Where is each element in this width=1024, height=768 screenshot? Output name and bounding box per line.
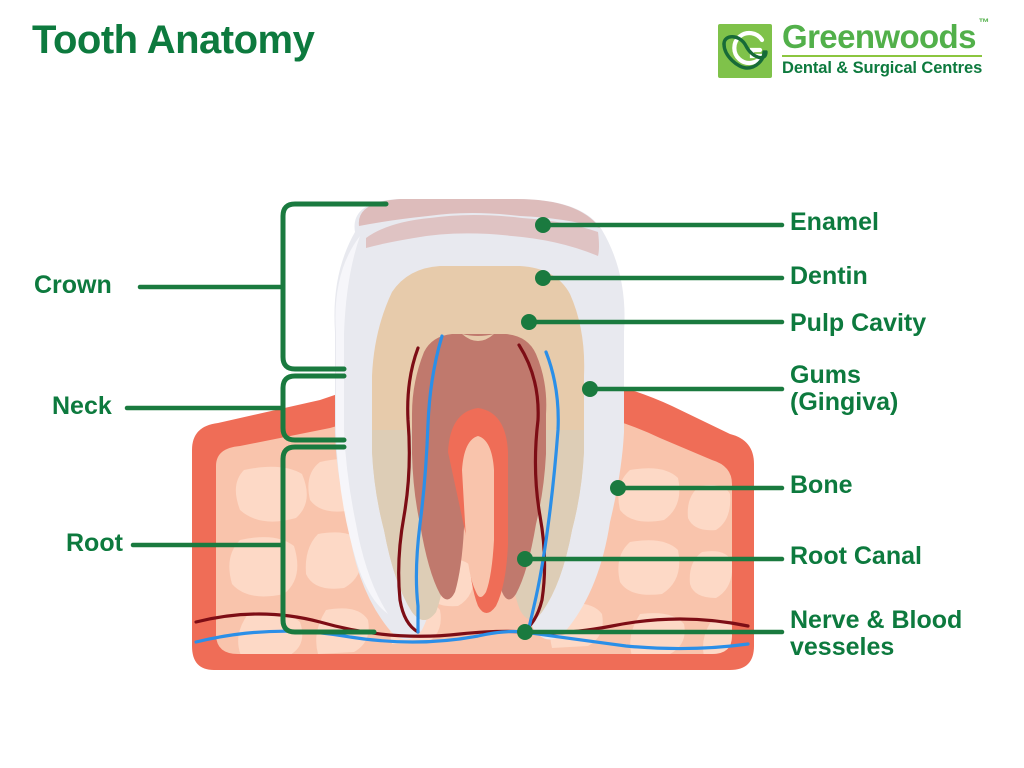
label-neck: Neck [52, 392, 112, 420]
logo-tagline: Dental & Surgical Centres [782, 58, 983, 77]
anchor-dot-nerve-blood[interactable] [517, 624, 533, 640]
occlusal-surface [358, 198, 600, 228]
label-dentin: Dentin [790, 262, 868, 290]
logo-wordmark: Greenwoods ™ Dental & Surgical Centres [782, 17, 989, 77]
label-pulp-cavity: Pulp Cavity [790, 309, 927, 337]
pulp-horn-notch [462, 334, 494, 341]
logo-divider [782, 54, 983, 57]
tooth-shape-group [334, 198, 625, 640]
greenwoods-g-leaf-logo-icon [716, 22, 774, 80]
trademark-icon: ™ [978, 17, 989, 29]
label-root-canal: Root Canal [790, 542, 922, 570]
page-title: Tooth Anatomy [32, 18, 315, 62]
right-label-leaders [517, 217, 785, 640]
root-bracket [280, 444, 377, 635]
logo-name: Greenwoods ™ [782, 17, 989, 55]
label-bone: Bone [790, 471, 853, 499]
anchor-dot-gums[interactable] [582, 381, 598, 397]
logo-name-text: Greenwoods [782, 18, 976, 55]
pulp-cavity [412, 334, 547, 600]
label-nerve-blood: Nerve & Blood vesseles [790, 606, 963, 661]
nerve-lines [194, 343, 750, 638]
brand-logo[interactable]: Greenwoods ™ Dental & Surgical Centres [716, 17, 989, 80]
label-crown: Crown [34, 271, 112, 299]
anchor-dot-enamel[interactable] [535, 217, 551, 233]
label-root: Root [66, 529, 123, 557]
anchor-dot-bone[interactable] [610, 480, 626, 496]
anchor-dot-dentin[interactable] [535, 270, 551, 286]
label-gums: Gums (Gingiva) [790, 361, 899, 416]
anchor-dot-root-canal[interactable] [517, 551, 533, 567]
label-enamel: Enamel [790, 208, 879, 236]
anchor-dot-pulp-cavity[interactable] [521, 314, 537, 330]
enamel-highlight [335, 236, 388, 614]
left-label-lines [124, 284, 286, 548]
root-bifurcation-inner [462, 436, 494, 597]
